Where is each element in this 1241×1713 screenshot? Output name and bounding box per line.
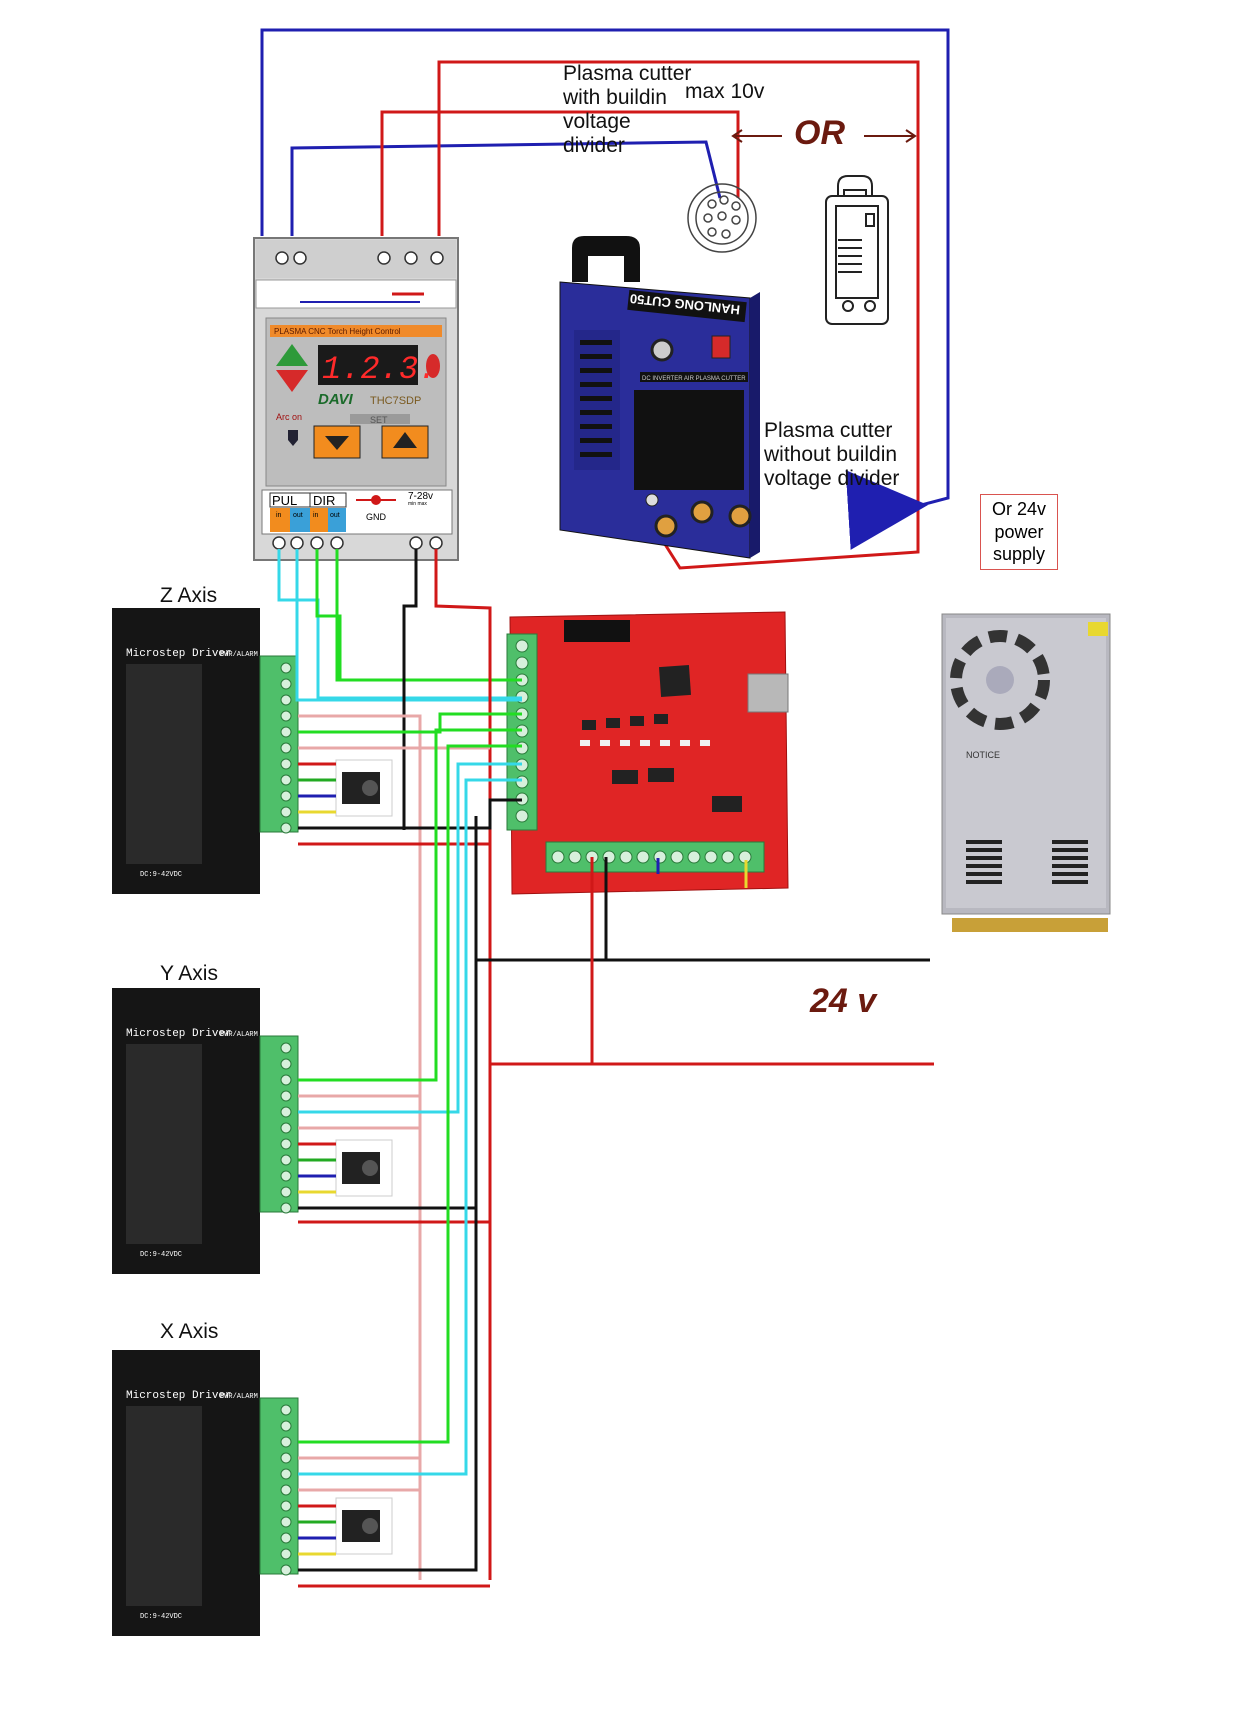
plasma-with-line2: with buildin — [563, 86, 667, 110]
driver-y-dc: DC:9-42VDC — [140, 1251, 182, 1259]
z-axis-label: Z Axis — [160, 584, 218, 607]
plasma-without-line1: Plasma cutter — [764, 419, 893, 442]
thc-display: 1.2.3. — [322, 351, 437, 388]
signal-wires — [277, 549, 934, 1588]
psu-caption: Or 24v power supply — [980, 494, 1058, 570]
driver-z-pwr: PWR/ALARM — [220, 651, 258, 659]
driver-x-dc: DC:9-42VDC — [140, 1613, 182, 1621]
plasma-cutter: HANLONG CUT50 DC INVERTER AIR PLASMA CUT… — [559, 236, 760, 559]
driver-x-title: Microstep Driver — [126, 1390, 232, 1402]
thc-power: 7-28v — [408, 491, 433, 502]
motor-z — [335, 759, 393, 817]
psu-line3: supply — [992, 544, 1046, 564]
thc-pul-label: PUL — [272, 493, 297, 508]
plasma-out-arrow — [845, 470, 928, 550]
thc-pul-out: out — [293, 512, 303, 519]
thc-header: PLASMA CNC Torch Height Control — [274, 327, 401, 336]
plasma-with-line1: Plasma cutter — [563, 62, 692, 85]
y-axis-label: Y Axis — [160, 962, 218, 985]
power-supply: NOTICE — [941, 613, 1111, 932]
driver-x — [112, 1350, 299, 1636]
x-axis-label: X Axis — [160, 1320, 219, 1343]
plasma-connector-icon — [687, 183, 757, 253]
voltage-24v-label: 24 v — [810, 982, 877, 1020]
psu-line2: power — [994, 521, 1044, 542]
thc-set: SET — [370, 415, 388, 425]
thc-power-sub: min max — [408, 501, 427, 507]
plasma-without-line3: voltage divider — [764, 467, 900, 491]
driver-x-pwr: PWR/ALARM — [220, 1393, 258, 1401]
motor-x — [335, 1497, 393, 1555]
plasma-with-line4: divider — [563, 134, 625, 158]
driver-z-dc: DC:9-42VDC — [140, 871, 182, 879]
driver-y-pwr: PWR/ALARM — [220, 1031, 258, 1039]
or-label: OR — [794, 114, 845, 152]
driver-z — [112, 608, 299, 894]
cutter-sub: DC INVERTER AIR PLASMA CUTTER — [642, 376, 746, 382]
plasma-without-line2: without buildin — [764, 443, 898, 467]
plasma-without-divider-label: Plasma cutter without buildin voltage di… — [764, 419, 899, 491]
thc-arc-on: Arc on — [276, 412, 302, 422]
thc-dir-out: out — [330, 512, 340, 519]
driver-y-title: Microstep Driver — [126, 1028, 232, 1040]
thc-pul-in: in — [276, 512, 282, 519]
thc-model: THC7SDP — [370, 395, 421, 407]
psu-notice: NOTICE — [966, 750, 1000, 760]
driver-z-title: Microstep Driver — [126, 648, 232, 660]
motor-y — [335, 1139, 393, 1197]
plasma-divider-unit-icon — [825, 175, 889, 325]
or-arrows — [731, 129, 917, 143]
plasma-with-divider-label: Plasma cutter with buildin voltage divid… — [563, 62, 691, 159]
thc-dir-label: DIR — [313, 493, 335, 508]
psu-line1: Or 24v — [991, 499, 1047, 519]
plasma-with-line3: voltage — [563, 110, 631, 134]
thc-controller: PLASMA CNC Torch Height Control 1.2.3. D… — [253, 237, 459, 561]
thc-dir-in: in — [313, 512, 319, 519]
thc-gnd: GND — [366, 512, 387, 522]
breakout-board — [506, 611, 789, 895]
driver-y — [112, 988, 299, 1274]
thc-brand: DAVI — [318, 391, 354, 408]
max-voltage-label: max 10v — [685, 80, 765, 103]
thc-to-plasma-wires — [260, 28, 950, 570]
